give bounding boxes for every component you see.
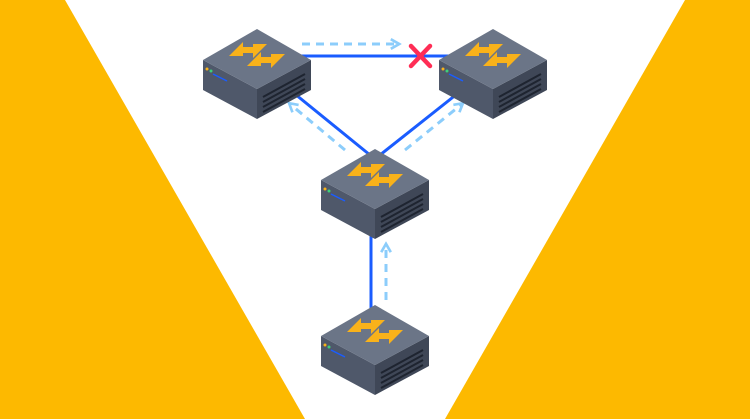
link-middle-top-right [379,88,463,157]
link-middle-top-left [289,88,371,157]
switch-bottom-icon [320,304,430,396]
traffic-arrow-to-top-left [290,104,346,152]
blocked-x-icon [408,43,433,69]
switch-top-right-icon [438,28,548,120]
switch-middle-icon [320,148,430,240]
yellow-shape-right [445,0,750,419]
switch-top-left-icon [202,28,312,120]
yellow-shape-left [0,0,305,419]
traffic-arrow-to-top-right [404,104,462,152]
